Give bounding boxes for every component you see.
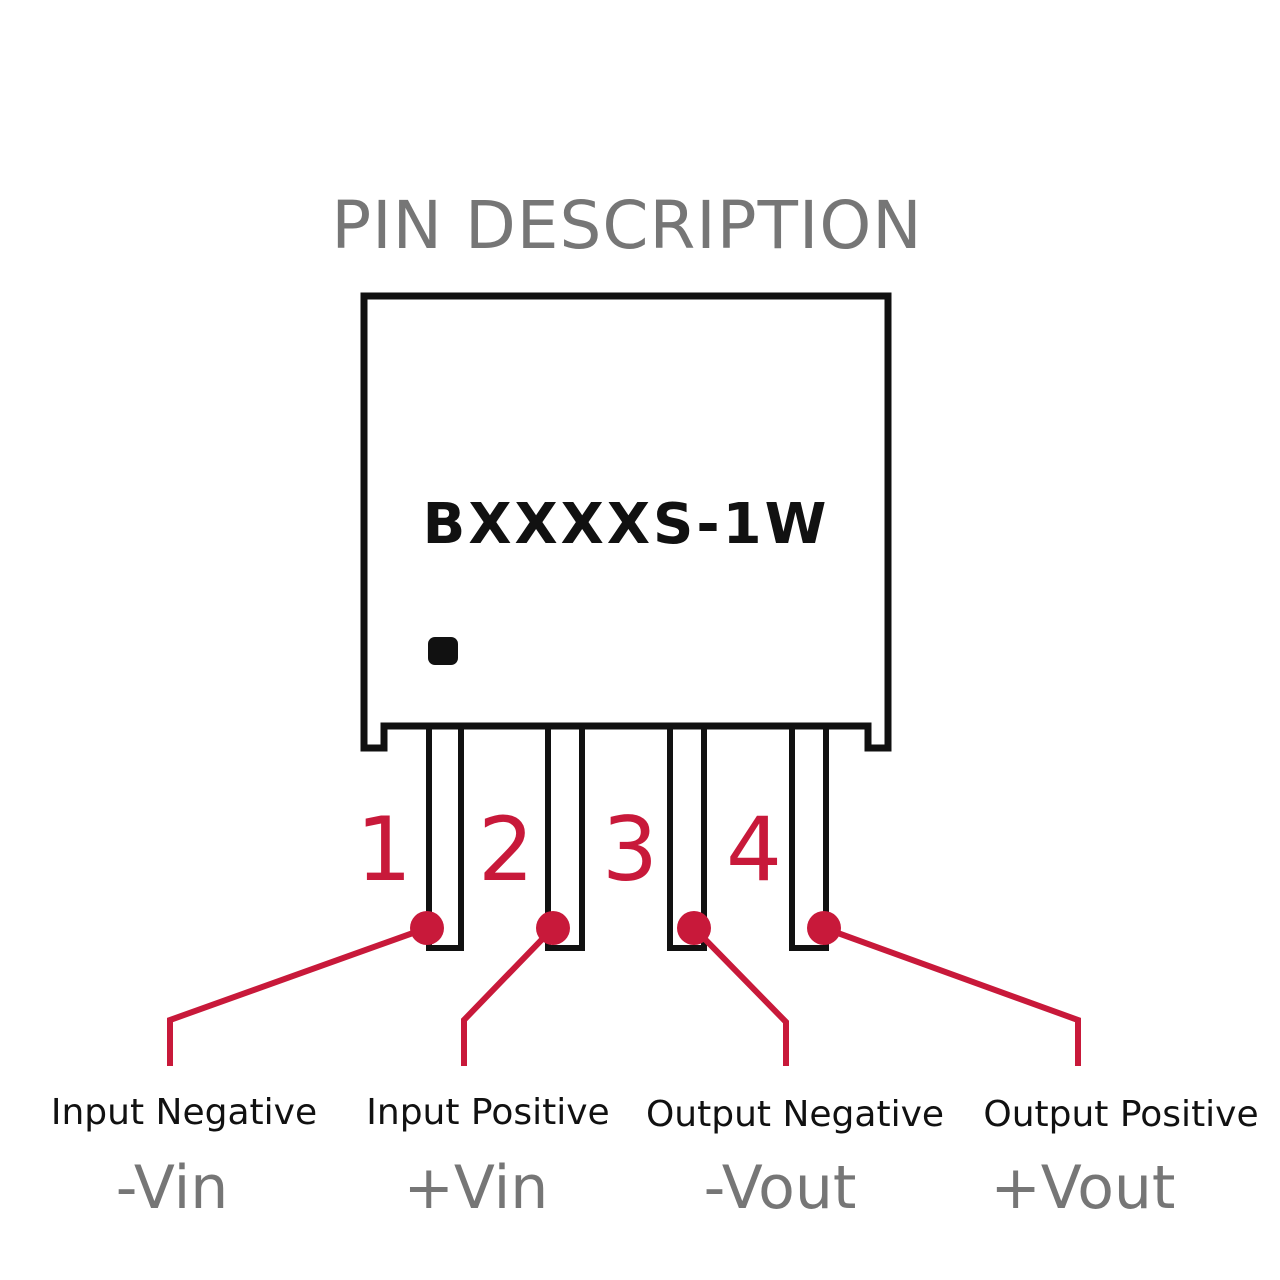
- pin-lead-1: [426, 726, 464, 951]
- module-body: [360, 292, 892, 752]
- pin-number-3: 3: [602, 798, 658, 901]
- module-model-label: BXXXXS-1W: [423, 492, 830, 557]
- pin-description-3: Output Negative: [646, 1094, 944, 1135]
- leader-line-3: [691, 925, 789, 1066]
- pin-symbol-2: +Vin: [404, 1153, 549, 1223]
- pin-number-2: 2: [478, 798, 534, 901]
- pin1-marker-dot: [428, 637, 458, 665]
- leader-line-2: [461, 925, 556, 1066]
- diagram-title: PIN DESCRIPTION: [331, 187, 922, 264]
- pin-dot-4: [807, 911, 841, 945]
- pin-description-2: Input Positive: [366, 1092, 609, 1133]
- pin-symbol-3: -Vout: [704, 1153, 857, 1223]
- pin-lead-2: [545, 726, 585, 951]
- pin-number-1: 1: [356, 798, 412, 901]
- pin-dot-3: [677, 911, 711, 945]
- leader-line-4: [822, 925, 1081, 1066]
- leader-line-1: [167, 925, 429, 1066]
- pin-lead-3: [667, 726, 707, 951]
- pin-symbol-4: +Vout: [991, 1153, 1176, 1223]
- pin-dot-1: [410, 911, 444, 945]
- pin-symbol-1: -Vin: [116, 1153, 229, 1223]
- pin-dot-2: [536, 911, 570, 945]
- pin-number-4: 4: [726, 798, 782, 901]
- pin-description-1: Input Negative: [51, 1092, 317, 1133]
- pin-description-4: Output Positive: [983, 1094, 1258, 1135]
- pin-lead-4: [789, 726, 829, 951]
